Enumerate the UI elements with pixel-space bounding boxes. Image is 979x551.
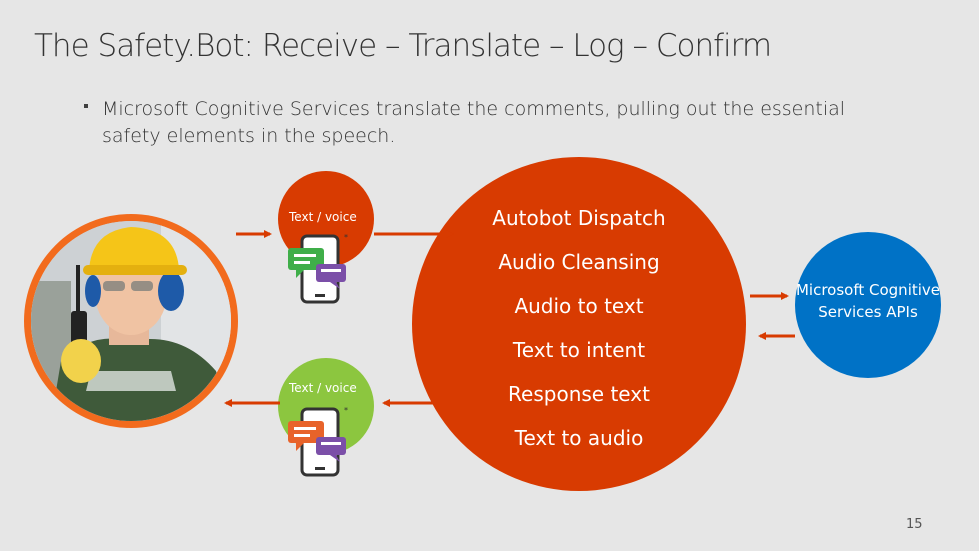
api-label: Microsoft Cognitive Services APIs — [795, 281, 941, 321]
pipeline-step: Autobot Dispatch — [492, 206, 666, 230]
input-label-bottom: Text / voice — [289, 381, 357, 395]
phone-chat-icon: * — [286, 233, 356, 304]
slide-title: The Safety.Bot: Receive – Translate – Lo… — [34, 28, 772, 64]
worker-photo — [31, 221, 231, 421]
svg-text:*: * — [344, 407, 348, 415]
page-number: 15 — [906, 517, 923, 532]
pipeline-step: Audio Cleansing — [498, 250, 660, 274]
pipeline-step: Audio to text — [514, 294, 644, 318]
input-label-top: Text / voice — [289, 210, 357, 224]
bullet-dot — [84, 104, 88, 108]
pipeline-step: Text to intent — [512, 338, 646, 362]
svg-text:*: * — [344, 234, 348, 242]
api-circle — [795, 232, 941, 378]
pipeline-step: Response text — [508, 382, 650, 406]
phone-chat-icon: * — [286, 406, 356, 477]
bullet-text: Microsoft Cognitive Services translate t… — [102, 98, 846, 147]
pipeline-step: Text to audio — [514, 426, 644, 450]
pipeline-circle — [412, 157, 746, 491]
